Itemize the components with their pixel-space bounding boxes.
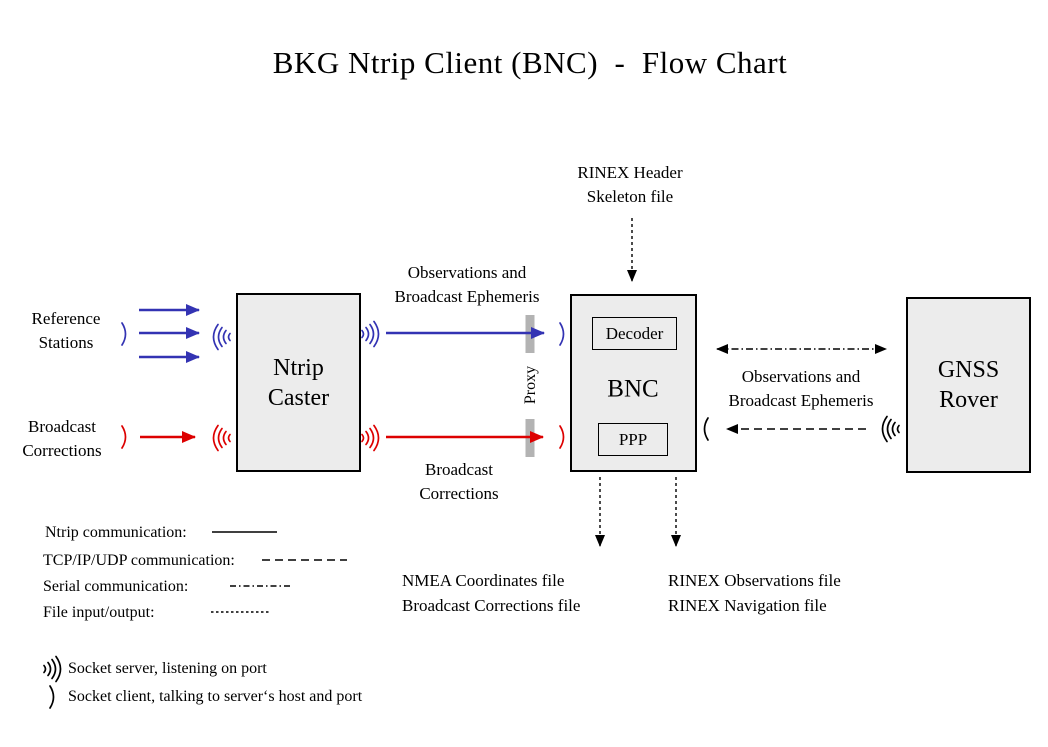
socket-client-icon [49, 685, 55, 709]
label-rinex-output-files: RINEX Observations file RINEX Navigation… [668, 571, 841, 615]
node-ppp: PPP [598, 423, 668, 456]
label-proxy: Proxy [522, 365, 539, 405]
socket-server-icon [43, 655, 62, 683]
socket-server-icon [212, 424, 231, 452]
socket-client-icon [121, 322, 127, 346]
legend-serial-communication: Serial communication: [43, 578, 189, 595]
node-gnss-rover: GNSS Rover [906, 297, 1031, 473]
node-bnc-label: BNC [607, 375, 659, 403]
label-broadcast-corrections-stream: Broadcast Corrections [419, 459, 499, 503]
label-rinex-header-skeleton: RINEX Header Skeleton file [577, 162, 683, 206]
socket-server-icon [361, 320, 380, 348]
label-reference-stations: Reference Stations [31, 308, 101, 352]
node-decoder: Decoder [592, 317, 677, 350]
node-ntrip-caster: Ntrip Caster [236, 293, 361, 472]
legend-file-io: File input/output: [43, 604, 155, 621]
socket-client-icon [703, 417, 709, 441]
page-title: BKG Ntrip Client (BNC) - Flow Chart [272, 45, 788, 80]
legend-tcp-communication: TCP/IP/UDP communication: [43, 552, 235, 569]
socket-server-icon [212, 323, 231, 351]
legend-ntrip-communication: Ntrip communication: [45, 524, 187, 541]
label-observations-ephemeris-top: Observations and Broadcast Ephemeris [394, 262, 540, 306]
legend-socket-server: Socket server, listening on port [68, 660, 267, 677]
socket-client-icon [121, 425, 127, 449]
label-observations-ephemeris-right: Observations and Broadcast Ephemeris [728, 366, 874, 410]
legend-socket-client: Socket client, talking to server‘s host … [68, 688, 363, 705]
socket-client-icon [559, 425, 565, 449]
label-nmea-output-files: NMEA Coordinates file Broadcast Correcti… [402, 571, 581, 615]
socket-server-icon [361, 424, 380, 452]
socket-server-icon [881, 415, 900, 443]
socket-client-icon [559, 322, 565, 346]
label-broadcast-corrections-input: Broadcast Corrections [22, 416, 102, 460]
